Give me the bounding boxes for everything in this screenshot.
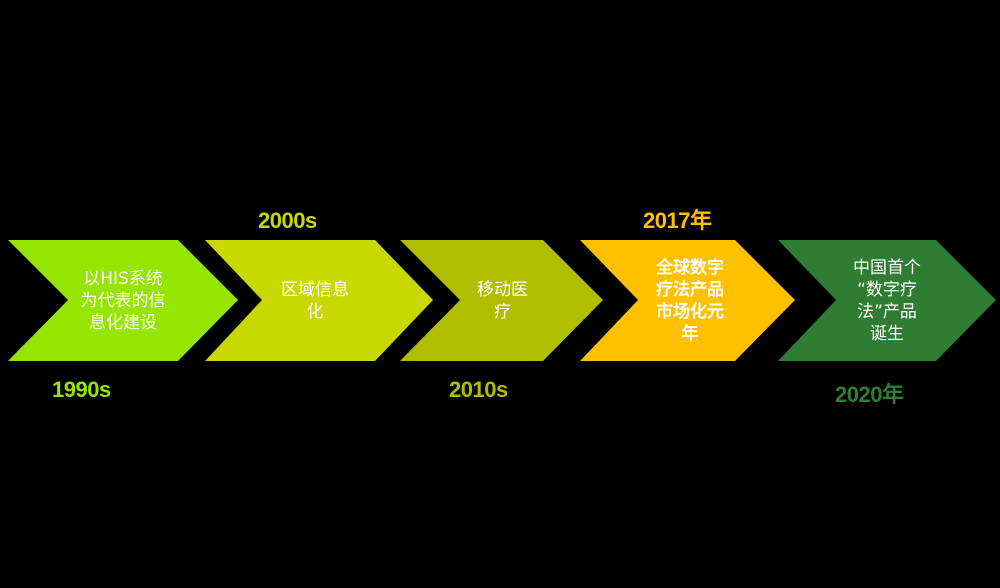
chevron-shape — [778, 240, 996, 361]
timeline-stage-2000s: 区域信息化 — [205, 240, 437, 361]
text-line: 化 — [306, 301, 324, 322]
stage-description: 移动医疗 — [455, 240, 550, 361]
text-line: “数字疗 — [857, 279, 917, 300]
year-label-2010s: 2010s — [449, 377, 508, 402]
chevron-shape — [205, 240, 433, 361]
text-line: 中国首个 — [853, 257, 921, 278]
chevron-shape — [400, 240, 603, 361]
chevron-shape — [8, 240, 238, 361]
chevron-shape — [580, 240, 795, 361]
text-line: 疗 — [494, 301, 511, 322]
stage-description: 区域信息化 — [260, 240, 370, 361]
text-line: 疗法产品 — [656, 279, 724, 300]
timeline-stage-2017: 全球数字疗法产品市场化元年 — [580, 240, 812, 361]
stage-description: 中国首个“数字疗法”产品诞生 — [833, 240, 941, 361]
year-label-2020: 2020年 — [835, 382, 904, 407]
timeline-stage-1990s: 以HIS系统为代表的信息化建设 — [8, 240, 240, 361]
text-line: 法”产品 — [857, 301, 917, 322]
timeline-stage-2010s: 移动医疗 — [400, 240, 632, 361]
text-line: 诞生 — [870, 323, 904, 344]
year-label-2000s: 2000s — [258, 208, 317, 233]
stage-description: 全球数字疗法产品市场化元年 — [635, 240, 745, 361]
timeline-stage-2020: 中国首个“数字疗法”产品诞生 — [778, 240, 1000, 361]
year-label-1990s: 1990s — [52, 377, 111, 402]
year-label-2017: 2017年 — [643, 208, 712, 233]
text-line: 为代表的信 — [80, 290, 166, 311]
text-line: 年 — [681, 323, 699, 344]
text-line: 全球数字 — [656, 257, 724, 278]
text-line: 移动医 — [477, 279, 528, 300]
text-line: 市场化元 — [656, 301, 724, 322]
text-line: 区域信息 — [281, 279, 349, 300]
text-line: 息化建设 — [89, 312, 157, 333]
text-line: 以HIS系统 — [83, 268, 163, 289]
stage-description: 以HIS系统为代表的信息化建设 — [63, 240, 183, 361]
